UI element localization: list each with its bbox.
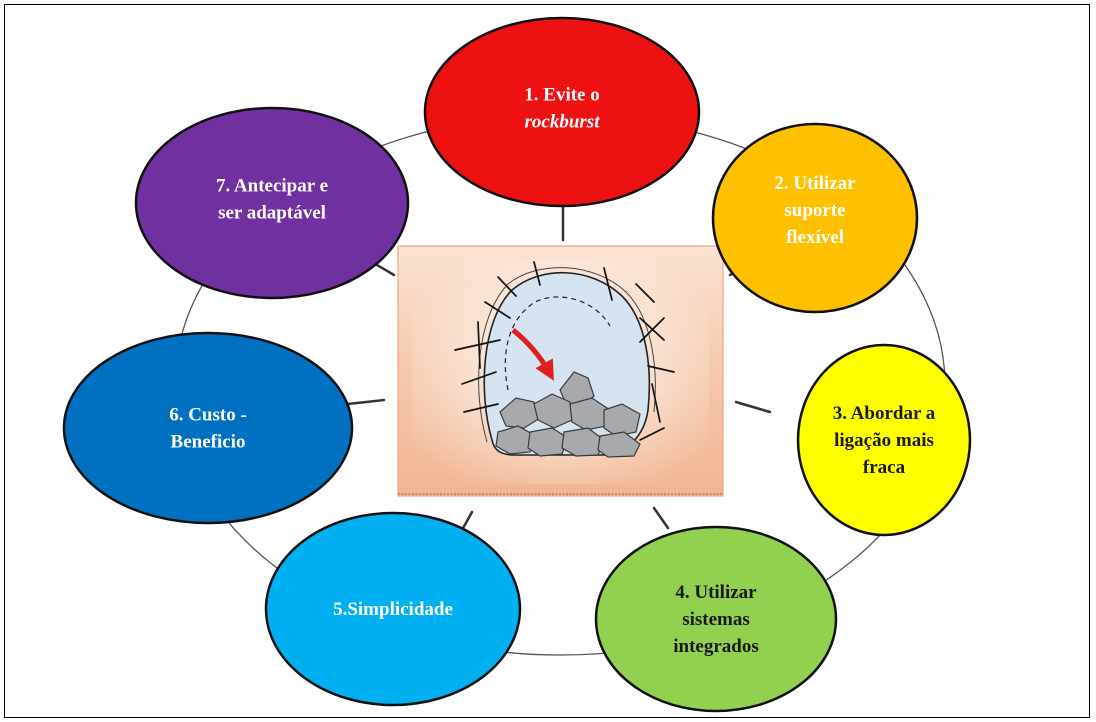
- rock-pile: [495, 371, 641, 458]
- node-1: 1. Evite o rockburst: [423, 16, 701, 208]
- node-6-label-line: 6. Custo -: [169, 405, 247, 426]
- node-6: 6. Custo - Beneficio: [62, 331, 354, 525]
- node-4-label-line: 4. Utilizar: [675, 582, 757, 603]
- node-3: 3. Abordar a ligação mais fraca: [796, 343, 972, 537]
- node-7-ellipse: [134, 106, 410, 300]
- node-6-label-line: Beneficio: [171, 432, 246, 453]
- node-2-label-line: 2. Utilizar: [774, 173, 856, 194]
- node-5-label-line: 5.Simplicidade: [333, 599, 453, 620]
- center-illustration: [397, 245, 724, 497]
- node-1-ellipse: [423, 16, 701, 208]
- node-6-ellipse: [62, 331, 354, 525]
- node-4-label-line: integrados: [673, 636, 759, 657]
- node-5-ellipse: [264, 511, 522, 707]
- node-3-label-line: ligação mais: [834, 430, 934, 451]
- node-1-label-line: rockburst: [525, 112, 601, 133]
- rock-bolts: [454, 261, 675, 441]
- node-7: 7. Antecipar e ser adaptável: [134, 106, 410, 300]
- node-2-label-line: flexível: [786, 227, 844, 248]
- node-5: 5.Simplicidade: [264, 511, 522, 707]
- node-2-label-line: suporte: [784, 200, 845, 221]
- node-3-label-line: fraca: [863, 457, 906, 478]
- node-1-label-line: 1. Evite o: [524, 85, 599, 106]
- node-4: 4. Utilizar sistemas integrados: [594, 525, 838, 713]
- node-7-label-line: 7. Antecipar e: [216, 176, 328, 197]
- node-3-ellipse: [796, 343, 972, 537]
- node-3-label-line: 3. Abordar a: [833, 403, 936, 424]
- collapse-arrow: [511, 328, 554, 381]
- node-7-label-line: ser adaptável: [218, 203, 326, 224]
- node-2-ellipse: [711, 122, 919, 314]
- node-4-label-line: sistemas: [682, 609, 750, 630]
- node-4-ellipse: [594, 525, 838, 713]
- node-2: 2. Utilizar suporte flexível: [711, 122, 919, 314]
